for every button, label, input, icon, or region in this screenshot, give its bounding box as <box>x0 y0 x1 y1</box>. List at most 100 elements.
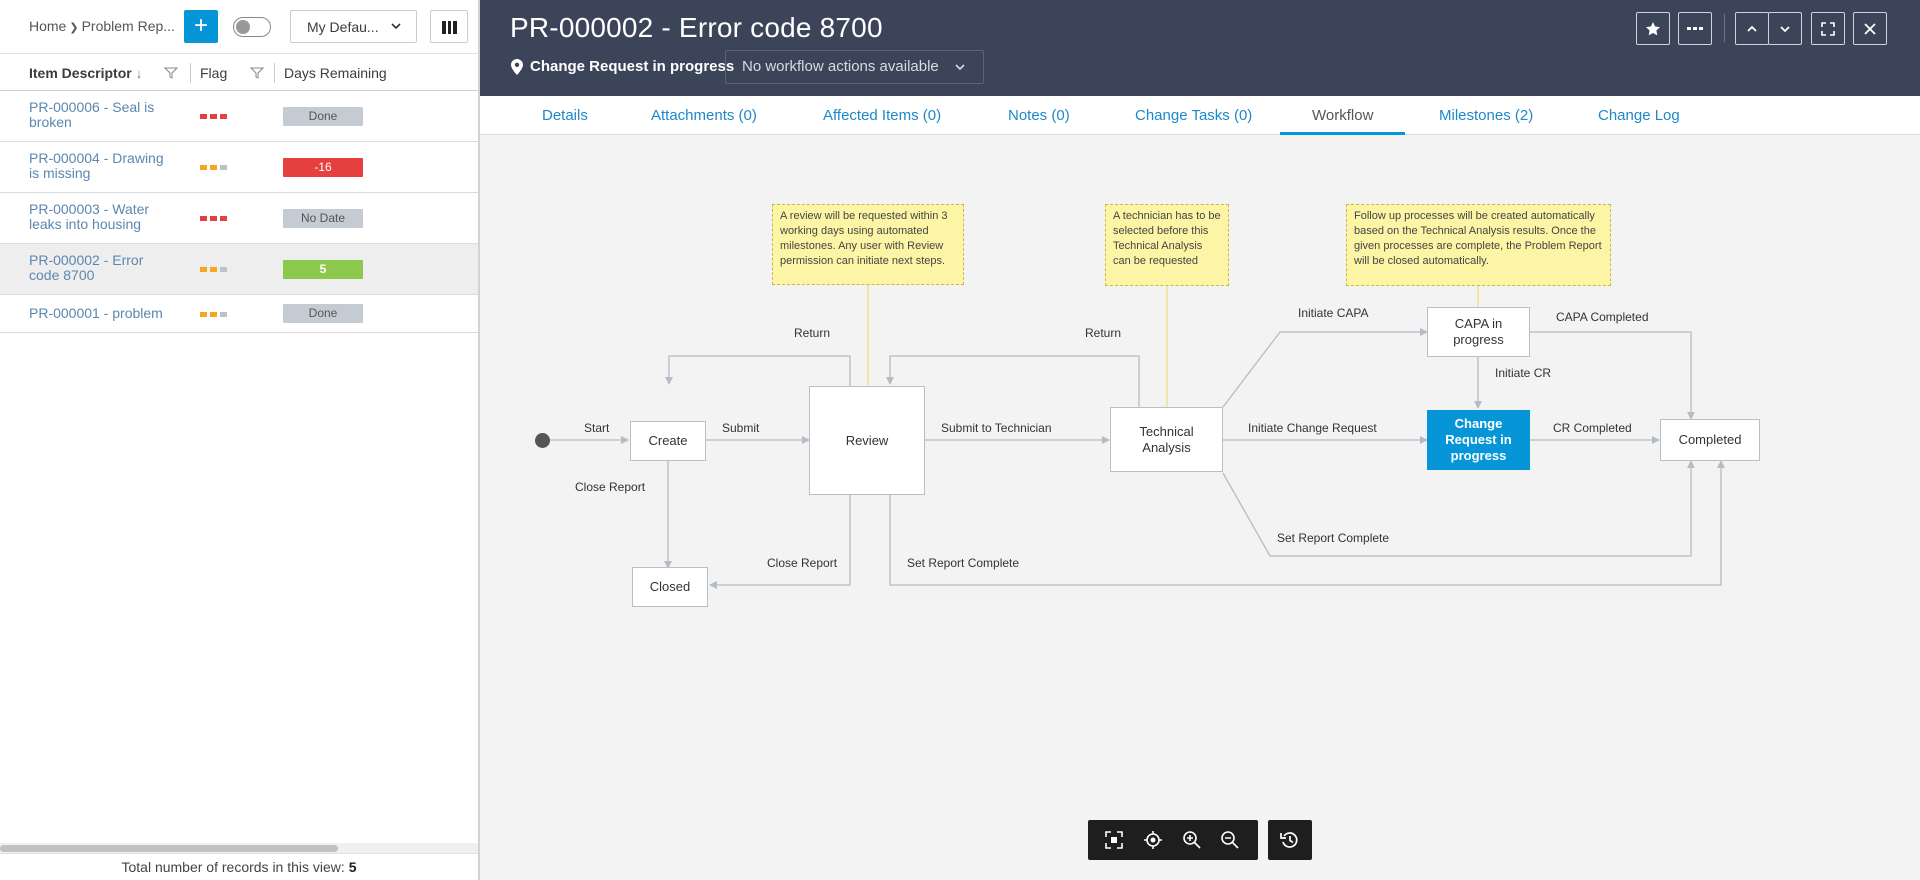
transition-set-report-complete: Set Report Complete <box>1277 531 1390 545</box>
table-row[interactable]: PR-000004 - Drawing is missing -16 <box>0 142 478 193</box>
note-capa: Follow up processes will be created auto… <box>1346 204 1611 286</box>
tab-notes[interactable]: Notes (0) <box>1008 107 1070 124</box>
view-select[interactable]: My Defau... <box>290 10 417 43</box>
fullscreen-button[interactable] <box>1811 12 1845 45</box>
sort-down-icon[interactable]: ↓ <box>135 66 143 81</box>
tab-milestones[interactable]: Milestones (2) <box>1439 107 1534 124</box>
transition-cr-completed: CR Completed <box>1553 421 1632 435</box>
history-button[interactable] <box>1268 820 1312 860</box>
transition-start: Start <box>584 421 610 435</box>
next-item-button[interactable] <box>1768 12 1802 45</box>
scrollbar-thumb[interactable] <box>0 845 338 852</box>
note-review: A review will be requested within 3 work… <box>772 204 964 285</box>
breadcrumb-current[interactable]: Problem Rep... <box>81 18 175 34</box>
breadcrumb: Home❯Problem Rep... <box>29 18 175 34</box>
column-header-days-remaining[interactable]: Days Remaining <box>284 65 387 81</box>
column-divider[interactable] <box>274 63 275 83</box>
table-row[interactable]: PR-000001 - problem Done <box>0 295 478 333</box>
page-title: PR-000002 - Error code 8700 <box>510 12 883 43</box>
horizontal-scrollbar[interactable] <box>0 843 478 853</box>
bookmark-button[interactable] <box>1636 12 1670 45</box>
item-descriptor-link[interactable]: PR-000002 - Error code 8700 <box>29 252 144 283</box>
tab-bar: Details Attachments (0) Affected Items (… <box>480 96 1920 135</box>
item-descriptor-link[interactable]: PR-000001 - problem <box>29 305 163 321</box>
days-remaining-badge: Done <box>283 107 363 126</box>
close-icon <box>1864 22 1876 35</box>
chevron-down-icon <box>1780 25 1790 32</box>
flag-indicator <box>200 312 227 317</box>
previous-item-button[interactable] <box>1735 12 1769 45</box>
workflow-state: Change Request in progress <box>530 58 735 75</box>
columns-icon <box>442 21 458 34</box>
node-completed[interactable]: Completed <box>1660 419 1760 461</box>
table-row[interactable]: PR-000003 - Water leaks into housing No D… <box>0 193 478 244</box>
item-header: PR-000002 - Error code 8700 Change Reque… <box>480 0 1920 96</box>
transition-set-report-complete: Set Report Complete <box>907 556 1020 570</box>
star-icon <box>1646 21 1660 35</box>
column-header-flag[interactable]: Flag <box>200 65 228 81</box>
item-detail-panel: PR-000002 - Error code 8700 Change Reque… <box>480 0 1920 880</box>
table-row[interactable]: PR-000002 - Error code 8700 5 <box>0 244 478 295</box>
transition-initiate-capa: Initiate CAPA <box>1298 306 1369 320</box>
location-pin-icon <box>511 59 523 75</box>
days-remaining-badge: No Date <box>283 209 363 228</box>
view-toggle[interactable] <box>233 17 271 37</box>
workflow-actions-select[interactable]: No workflow actions available <box>725 50 984 84</box>
workflow-connectors <box>537 285 1725 589</box>
tab-change-tasks[interactable]: Change Tasks (0) <box>1135 107 1253 124</box>
transition-submit-to-technician: Submit to Technician <box>941 421 1052 435</box>
breadcrumb-home[interactable]: Home <box>29 18 67 34</box>
transition-return: Return <box>1085 326 1122 340</box>
tab-details[interactable]: Details <box>542 107 588 124</box>
filter-icon[interactable] <box>164 67 178 79</box>
diagram-zoom-toolbar <box>1088 820 1258 860</box>
column-divider[interactable] <box>190 63 191 83</box>
workflow-actions-value: No workflow actions available <box>742 58 939 75</box>
toggle-knob <box>236 20 250 34</box>
workflow-diagram: Create Review Technical Analysis CAPA in… <box>480 135 1920 880</box>
node-change-request-in-progress[interactable]: Change Request in progress <box>1427 410 1530 470</box>
days-remaining-badge: Done <box>283 304 363 323</box>
chevron-up-icon <box>1747 25 1757 32</box>
note-technical-analysis: A technician has to be selected before t… <box>1105 204 1229 286</box>
fit-screen-icon[interactable] <box>1104 830 1124 850</box>
center-icon[interactable] <box>1143 830 1163 850</box>
flag-indicator <box>200 216 227 221</box>
workflow-start-node <box>535 433 550 448</box>
tab-attachments[interactable]: Attachments (0) <box>651 107 757 124</box>
table-row[interactable]: PR-000006 - Seal is broken Done <box>0 91 478 142</box>
tab-workflow[interactable]: Workflow <box>1312 107 1374 124</box>
node-review[interactable]: Review <box>809 386 925 495</box>
zoom-out-icon[interactable] <box>1220 830 1240 850</box>
tab-affected-items[interactable]: Affected Items (0) <box>823 107 942 124</box>
node-capa-in-progress[interactable]: CAPA in progress <box>1427 307 1530 357</box>
node-closed[interactable]: Closed <box>632 567 708 607</box>
tab-change-log[interactable]: Change Log <box>1598 107 1680 124</box>
zoom-in-icon[interactable] <box>1182 830 1202 850</box>
close-button[interactable] <box>1853 12 1887 45</box>
more-actions-button[interactable] <box>1678 12 1712 45</box>
flag-indicator <box>200 114 227 119</box>
item-descriptor-link[interactable]: PR-000006 - Seal is broken <box>29 99 155 130</box>
transition-capa-completed: CAPA Completed <box>1556 310 1649 324</box>
breadcrumb-separator-icon: ❯ <box>69 22 79 34</box>
fullscreen-icon <box>1821 21 1835 36</box>
item-descriptor-link[interactable]: PR-000004 - Drawing is missing <box>29 150 164 181</box>
item-descriptor-link[interactable]: PR-000003 - Water leaks into housing <box>29 201 150 232</box>
transition-initiate-cr: Initiate CR <box>1495 366 1552 380</box>
active-tab-indicator <box>1280 132 1405 135</box>
node-technical-analysis[interactable]: Technical Analysis <box>1110 407 1223 472</box>
transition-close-report: Close Report <box>575 480 646 494</box>
transition-submit: Submit <box>722 421 760 435</box>
transition-close-report: Close Report <box>767 556 838 570</box>
column-header-descriptor[interactable]: Item Descriptor↓ <box>29 65 143 81</box>
add-item-button[interactable]: + <box>184 10 218 43</box>
days-remaining-badge: -16 <box>283 158 363 177</box>
node-create[interactable]: Create <box>630 421 706 461</box>
flag-indicator <box>200 267 227 272</box>
days-remaining-badge: 5 <box>283 260 363 279</box>
filter-icon[interactable] <box>250 67 264 79</box>
record-count-value: 5 <box>348 859 357 875</box>
panel-splitter[interactable] <box>478 0 480 880</box>
column-settings-button[interactable] <box>430 10 468 43</box>
